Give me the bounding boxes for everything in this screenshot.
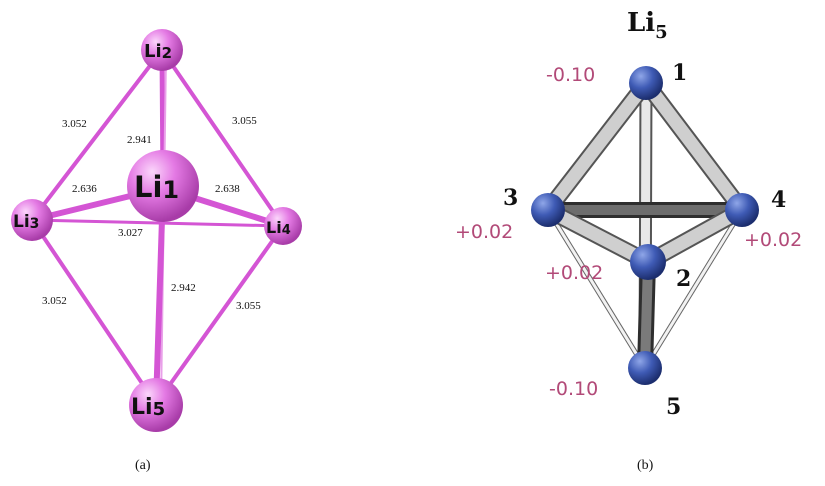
atom-b4-number: 4 [771, 187, 786, 213]
svg-text:Li4: Li4 [266, 218, 291, 238]
bond-1-5 [153, 185, 166, 407]
bond-length-4-5: 3.055 [236, 300, 261, 312]
atom-b3-number: 3 [503, 185, 518, 211]
bond-2-3 [30, 48, 164, 222]
atom-li1: Li1 [127, 150, 199, 222]
svg-text:Li5: Li5 [131, 395, 165, 420]
atom-li4-symbol: Li [266, 218, 282, 237]
panel-b-caption: (b) [637, 458, 654, 473]
svg-text:Li2: Li2 [144, 41, 172, 62]
panel-b-title: Li5 [627, 8, 668, 43]
atom-li4: Li4 [264, 207, 302, 245]
bond-length-1-4: 2.638 [215, 183, 240, 195]
panel-b-title-sub: 5 [655, 22, 668, 43]
atom-li2-index: 2 [162, 44, 172, 62]
bond-4-5 [154, 224, 285, 406]
panel-b: Li5 [455, 8, 802, 473]
atom-b3 [531, 193, 565, 227]
atom-b3-charge: +0.02 [455, 221, 513, 243]
bond-length-3-5: 3.052 [42, 295, 67, 307]
bond-length-2-1: 2.941 [127, 134, 152, 146]
svg-text:Li3: Li3 [13, 212, 39, 232]
atom-li4-index: 4 [282, 223, 291, 238]
atom-b2-charge: +0.02 [545, 262, 603, 284]
atom-li1-symbol: Li [134, 170, 162, 204]
bond-2-4 [160, 48, 285, 228]
panel-b-bonds [539, 74, 751, 376]
panel-b-thin-bonds [545, 208, 745, 370]
atom-b4 [725, 193, 759, 227]
atom-li1-index: 1 [162, 176, 179, 204]
bond-3-5 [30, 218, 158, 406]
atom-b1-charge: -0.10 [546, 64, 595, 86]
bond-b-4-5-inner [643, 209, 744, 369]
bond-length-1-3: 2.636 [72, 183, 97, 195]
atom-b2-number: 2 [676, 266, 691, 292]
atom-b5-number: 5 [666, 394, 681, 420]
bond-length-1-5: 2.942 [171, 282, 196, 294]
bond-b-3-5-inner [546, 209, 647, 369]
atom-b1-number: 1 [672, 60, 687, 86]
atom-b1 [629, 66, 663, 100]
bond-3-4 [30, 218, 285, 228]
atom-b4-charge: +0.02 [744, 229, 802, 251]
svg-text:Li1: Li1 [134, 170, 179, 204]
atom-li3: Li3 [11, 199, 53, 241]
atom-b5 [628, 351, 662, 385]
atom-li5-index: 5 [153, 399, 166, 420]
atom-li5: Li5 [129, 378, 183, 432]
panel-a-caption: (a) [135, 458, 151, 473]
bond-b-1-4 [639, 76, 749, 217]
atom-li5-symbol: Li [131, 395, 153, 420]
atom-b5-charge: -0.10 [549, 378, 598, 400]
atom-li3-index: 3 [30, 216, 40, 232]
panel-b-title-text: Li [627, 8, 655, 38]
panel-a: 3.052 2.941 3.055 2.636 2.638 3.027 3.05… [11, 29, 302, 473]
bond-length-3-4: 3.027 [118, 227, 143, 239]
bond-b-1-3 [541, 76, 653, 217]
atom-b2 [630, 244, 666, 280]
bond-b-3-2 [541, 203, 655, 269]
atom-li3-symbol: Li [13, 212, 30, 232]
bond-length-2-4: 3.055 [232, 115, 257, 127]
atom-li2: Li2 [141, 29, 183, 71]
bond-length-2-3: 3.052 [62, 118, 87, 130]
atom-li2-symbol: Li [144, 41, 162, 62]
panel-a-bonds [29, 47, 286, 407]
